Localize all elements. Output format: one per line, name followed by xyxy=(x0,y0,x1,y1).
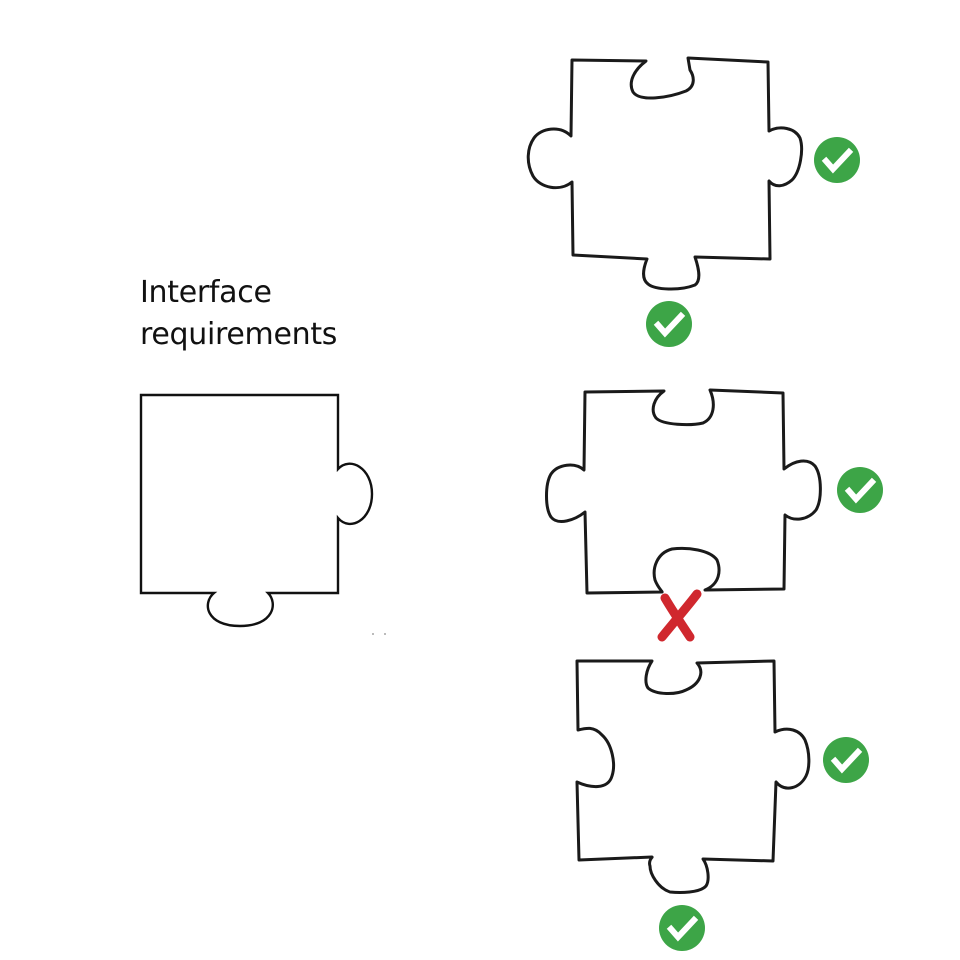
cross-mark-icon xyxy=(657,589,702,642)
check-circle-icon xyxy=(837,467,883,513)
requirement-piece xyxy=(139,393,374,628)
candidate-piece-2 xyxy=(545,388,822,595)
check-circle-icon xyxy=(659,905,705,951)
candidate-piece-3 xyxy=(575,659,811,894)
title-line-1: Interface xyxy=(140,275,272,310)
stray-dots xyxy=(372,633,386,635)
title-line-2: requirements xyxy=(140,317,338,352)
check-circle-icon xyxy=(823,737,869,783)
candidate-piece-1 xyxy=(526,56,804,291)
check-circle-icon xyxy=(814,137,860,183)
diagram-title: Interface requirements xyxy=(140,272,337,356)
check-circle-icon xyxy=(646,301,692,347)
